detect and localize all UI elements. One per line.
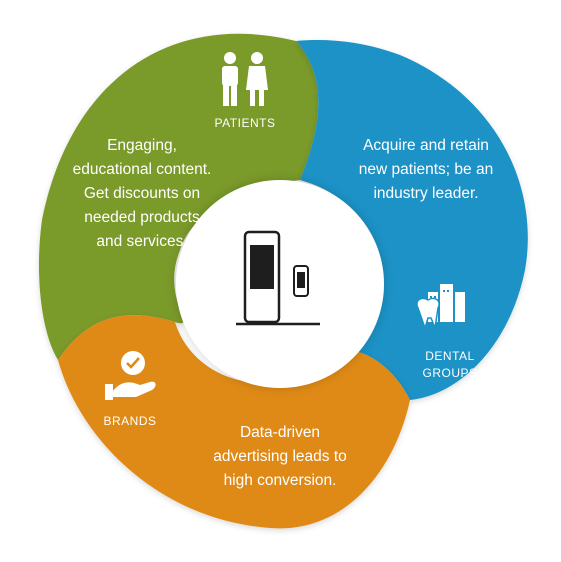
patients-label: PATIENTS (214, 116, 276, 130)
tooth-building-icon (416, 284, 465, 331)
patients-text-line: needed products (84, 209, 200, 226)
dental-groups-label: DENTAL GROUPS (395, 348, 505, 382)
dental-text: Acquire and retain new patients; be an i… (336, 134, 516, 206)
people-icon (222, 52, 268, 106)
brands-text: Data-driven advertising leads to high co… (195, 421, 365, 493)
dental-groups-segment (296, 40, 528, 401)
patients-segment (38, 33, 319, 361)
kiosk-phone-icon (236, 230, 320, 326)
patients-text-line: Engaging, (107, 137, 177, 154)
patients-text-line: Get discounts on (83, 185, 201, 202)
patients-text-line: and services. (96, 233, 188, 250)
dental-text-line: industry leader. (373, 185, 479, 202)
patients-text-line: educational content. (72, 161, 212, 178)
brands-text-line: advertising leads to (213, 448, 347, 465)
dental-text-line: Acquire and retain (363, 137, 489, 154)
dental-label-line: DENTAL (425, 349, 475, 363)
patients-text: Engaging, educational content. Get disco… (52, 134, 232, 254)
dental-text-line: new patients; be an (358, 161, 494, 178)
brands-label: BRANDS (103, 414, 157, 428)
brands-text-line: high conversion. (223, 472, 337, 489)
brands-text-line: Data-driven (239, 424, 321, 441)
badge-hand-icon (105, 351, 156, 400)
dental-label-line: GROUPS (422, 366, 478, 380)
